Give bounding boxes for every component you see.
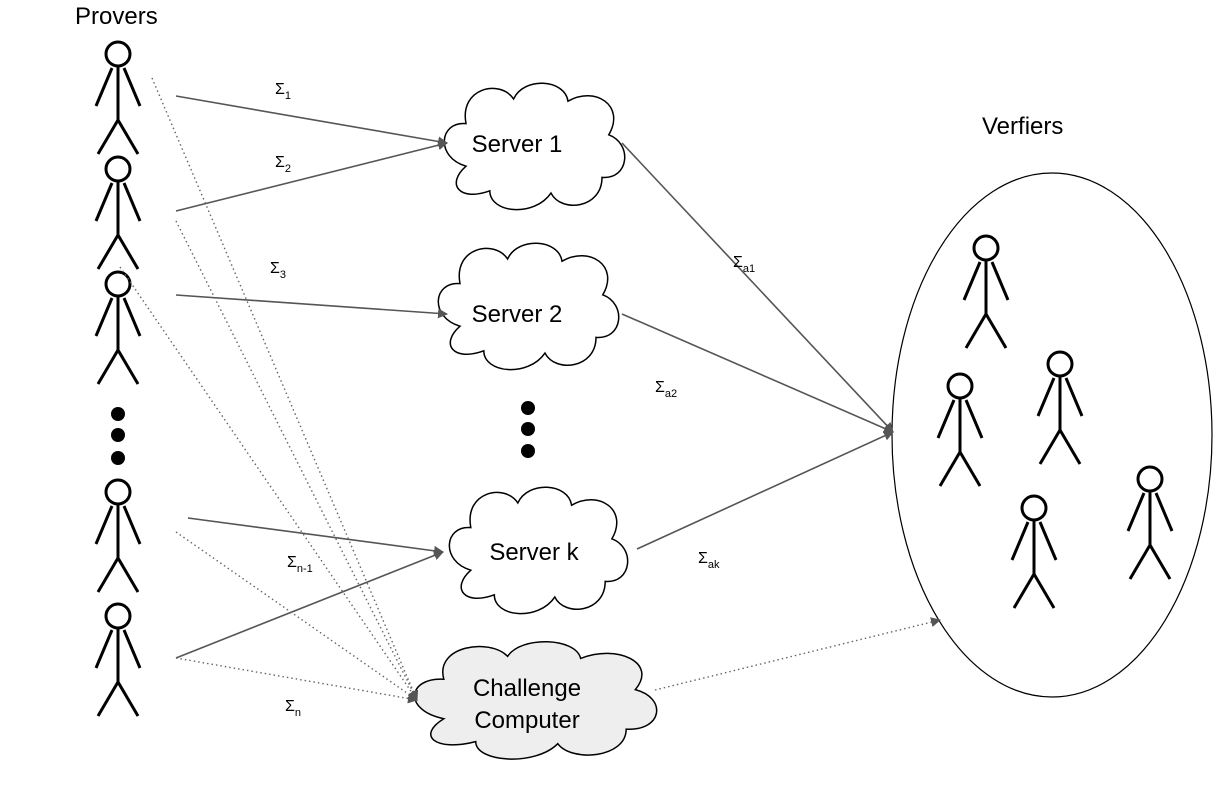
stick-figure-icon [962, 234, 1010, 349]
stick-figure-icon [94, 602, 142, 717]
server-clouds [414, 82, 658, 760]
prover-server-arrows [175, 95, 448, 659]
sigma-labels: Σ1 Σ2 Σ3 Σn-1 Σn Σa1 Σa2 Σak [270, 81, 755, 719]
arrow-prover-n1-serverk [187, 517, 444, 556]
server-1-label: Server 1 [472, 131, 563, 158]
stick-figure-icon [936, 372, 984, 487]
server-k-label: Server k [489, 539, 579, 566]
server-2-label: Server 2 [472, 301, 563, 328]
sigma-label-n: Σn [285, 698, 301, 719]
sigma-label-n-1: Σn-1 [287, 554, 313, 575]
server-1-cloud [443, 82, 626, 211]
sigma-label-a2: Σa2 [655, 379, 677, 400]
challenge-computer-label-line2: Computer [474, 707, 579, 734]
challenge-arrows [119, 77, 941, 704]
provers-title: Provers [75, 3, 158, 30]
server-2-cloud [437, 242, 620, 371]
challenge-computer-cloud [414, 640, 658, 760]
server-verifier-arrows [621, 142, 894, 550]
server-k-cloud [448, 486, 629, 615]
stick-figure-icon [1126, 465, 1174, 580]
stick-figure-icon [94, 40, 142, 155]
dotted-arrow-prover3 [119, 266, 418, 701]
dotted-arrow-prover-n [175, 657, 418, 704]
stick-figure-icon [94, 478, 142, 593]
sigma-label-1: Σ1 [275, 81, 291, 102]
arrow-server2-verifiers [621, 313, 894, 433]
dotted-arrow-challenge-verifiers [654, 617, 941, 691]
stick-figure-icon [1036, 350, 1084, 465]
arrow-prover3-server2 [175, 294, 448, 319]
arrow-serverk-verifiers [636, 431, 894, 550]
sigma-label-2: Σ2 [275, 154, 291, 175]
sigma-label-a1: Σa1 [733, 254, 755, 275]
dotted-arrow-prover2 [175, 220, 418, 701]
stick-figure-icon [1010, 494, 1058, 609]
dotted-arrow-prover1 [151, 77, 419, 701]
arrow-prover-n-serverk [175, 550, 444, 659]
challenge-computer-label-line1: Challenge [473, 675, 581, 702]
sigma-label-ak: Σak [698, 550, 720, 571]
arrow-prover2-server1 [175, 140, 448, 212]
vertical-dots-icon [111, 407, 125, 465]
stick-figure-icon [94, 270, 142, 385]
sigma-label-3: Σ3 [270, 260, 286, 281]
vertical-dots-icon [521, 401, 535, 458]
stick-figure-icon [94, 155, 142, 270]
verifiers-title: Verfiers [982, 113, 1063, 140]
provers-column [94, 40, 142, 717]
verifiers-cluster [936, 234, 1174, 609]
arrow-prover1-server1 [175, 95, 448, 147]
arrow-server1-verifiers [621, 142, 894, 433]
